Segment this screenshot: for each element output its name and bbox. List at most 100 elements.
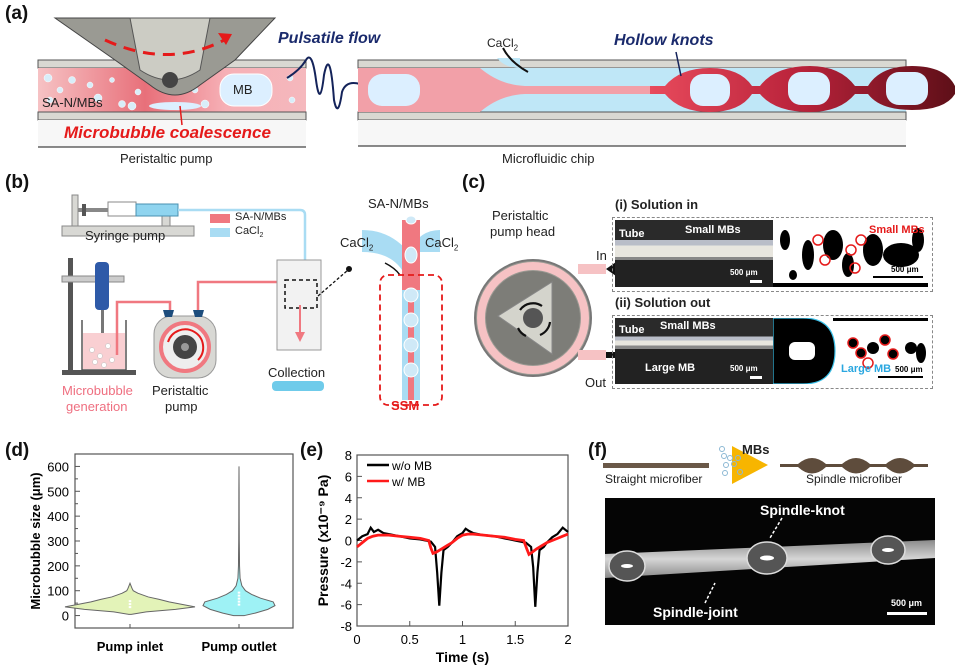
y-tick-label: 100 [47,584,69,599]
scale-label-out-binary: 500 μm [895,365,923,374]
hollow-knot-fiber [650,66,955,112]
inset-cacl2-right: CaCl2 [425,235,459,253]
spindle-microfiber-label: Spindle microfiber [806,472,903,486]
spindle-micrograph: Spindle-knot Spindle-joint 500 μm [605,498,935,625]
large-mb-label-binary: Large MB [841,363,892,375]
y-tick-label: -8 [340,619,352,634]
spindle-knot-label: Spindle-knot [760,502,845,518]
scale-label-f: 500 μm [891,598,923,608]
y-tick-label: 200 [47,559,69,574]
panel-label-c: (c) [462,172,486,193]
y-tick-label: -4 [340,576,352,591]
tube-label-in: Tube [619,228,645,240]
hollow-knots-label: Hollow knots [614,32,714,49]
solution-out-title: (ii) Solution out [615,295,711,310]
x-tick-label: 0 [353,632,360,647]
scalebar [750,376,762,379]
spindle-joint-label: Spindle-joint [653,604,738,620]
y-tick-label: 600 [47,459,69,474]
x-tick-label: Pump inlet [97,639,164,654]
y-axis-label: Microbubble size (μm) [28,472,43,609]
panel-label-d: (d) [5,440,30,461]
y-tick-label: 300 [47,534,69,549]
panel-label-e: (e) [300,440,324,461]
legend-sa-n-mbs: SA-N/MBs [235,211,287,223]
solution-in-binary: Small MBs 500 μm [773,220,928,287]
ssm-label: SSM [391,398,420,413]
small-bubbles [43,73,296,111]
mbs-label: MBs [742,442,770,457]
small-mbs-label-out-photo: Small MBs [660,320,716,332]
panel-label-b: (b) [5,172,30,193]
y-tick-label: -2 [340,555,352,570]
collection-label: Collection [268,365,326,380]
microbubble-coalescence-label: Microbubble coalescence [64,123,271,142]
large-mb-label-photo: Large MB [645,362,696,374]
solution-out-binary: Large MB 500 μm [773,318,928,384]
legend-cacl2: CaCl2 [235,225,264,240]
series-line-without-mb [356,525,569,607]
solution-out-photo: Tube Small MBs Large MB 500 μm [615,318,773,384]
legend-label-0: w/o MB [391,459,432,473]
large-mb-pump [219,73,273,107]
scale-label-in-photo: 500 μm [730,268,758,277]
spindle-microfiber [780,458,928,474]
y-tick-label: 0 [345,534,352,549]
y-tick-label: 4 [345,491,352,506]
microfluidic-chip-label: Microfluidic chip [502,151,595,166]
scale-label-out-photo: 500 μm [730,364,758,373]
microbubble-generation-label-1: Microbubble [62,383,133,398]
violin-0 [64,581,196,615]
y-tick-label: 6 [345,469,352,484]
peristaltic-pump-label-b-2: pump [165,399,198,414]
x-tick-label: 2 [564,632,571,647]
legend-swatch-sa [210,214,230,223]
inset-cacl2-left: CaCl2 [340,235,374,253]
peristaltic-pump-label-b-1: Peristaltic [152,383,209,398]
pump-head-label-2: pump head [490,224,556,239]
straight-microfiber [603,463,709,468]
mb-label: MB [233,82,253,97]
pump-head-label-1: Peristaltic [492,208,549,223]
solution-in-box [612,217,933,292]
pump-head-diagram [474,259,626,377]
scalebar [750,280,762,283]
microbubble-generation-label-2: generation [66,399,128,414]
panel-label-f: (f) [588,440,607,461]
y-tick-label: 500 [47,484,69,499]
x-axis-label: Time (s) [436,649,489,665]
sa-n-mbs-label-a: SA-N/MBs [42,95,103,110]
panel-b-diagram [61,194,443,406]
legend-swatch-cacl2 [210,228,230,237]
x-tick-label: 1 [459,632,466,647]
syringe-pump-label: Syringe pump [85,228,166,243]
solution-in-title: (i) Solution in [615,197,699,212]
small-mbs-label-in-photo: Small MBs [685,224,741,236]
solution-in-photo: Tube Small MBs 500 μm [615,220,773,287]
panel-a-diagram [37,17,955,148]
inset-sa-n-mbs-label: SA-N/MBs [368,196,429,211]
scale-label-in-binary: 500 μm [891,265,919,274]
straight-microfiber-label: Straight microfiber [605,472,703,486]
panel-label-a: (a) [5,3,29,24]
in-label: In [596,248,607,263]
small-mbs-label-in-binary: Small MBs [869,224,925,236]
panel-f-diagram [603,446,928,484]
cacl2-label-a: CaCl2 [487,36,519,53]
series-line-with-mb [356,532,569,557]
peristaltic-pump-label-a: Peristaltic pump [120,151,213,166]
pulsatile-flow-label: Pulsatile flow [278,30,381,47]
y-tick-label: 8 [345,448,352,463]
x-tick-label: 0.5 [401,632,419,647]
y-axis-label: Pressure (x10⁻⁹ Pa) [315,475,331,607]
solution-out-box [612,315,933,389]
legend-label-1: w/ MB [391,475,425,489]
y-tick-label: 400 [47,509,69,524]
y-tick-label: -6 [340,598,352,613]
x-tick-label: 1.5 [506,632,524,647]
y-tick-label: 2 [345,512,352,527]
tube-label-out: Tube [619,324,645,336]
y-tick-label: 0 [62,609,69,624]
